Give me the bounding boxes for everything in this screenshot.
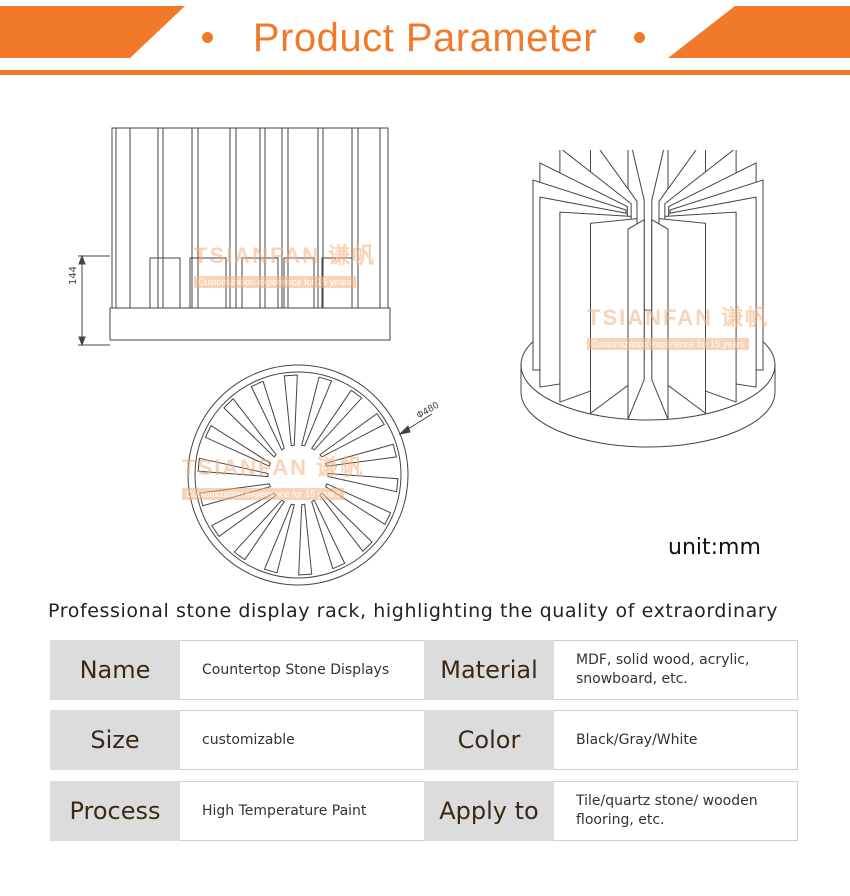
top-fin bbox=[204, 424, 272, 467]
top-fin bbox=[327, 472, 399, 493]
top-fin bbox=[301, 376, 333, 447]
param-label: Color bbox=[424, 710, 554, 770]
param-value: Tile/quartz stone/ wooden flooring, etc. bbox=[554, 781, 798, 841]
caption-text: Professional stone display rack, highlig… bbox=[48, 600, 779, 622]
param-label: Material bbox=[424, 640, 554, 700]
top-fins bbox=[197, 374, 399, 576]
header-banner: Product Parameter bbox=[0, 0, 850, 78]
param-row: Process High Temperature Paint Apply to … bbox=[50, 781, 800, 841]
top-fin bbox=[250, 380, 285, 451]
param-value: customizable bbox=[180, 710, 424, 770]
side-view-drawing: 144 TSIANFAN 谦帆 Customization experience… bbox=[60, 118, 400, 358]
unit-label: unit:mm bbox=[668, 535, 761, 560]
top-fin bbox=[211, 492, 277, 538]
top-view-svg bbox=[187, 364, 433, 586]
param-value: MDF, solid wood, acrylic, snowboard, etc… bbox=[554, 640, 798, 700]
param-row: Size customizable Color Black/Gray/White bbox=[50, 710, 800, 770]
top-fin bbox=[298, 503, 313, 576]
side-view-slats bbox=[115, 128, 381, 308]
side-view-inner-blocks bbox=[149, 257, 353, 309]
title-wrap: Product Parameter bbox=[190, 10, 660, 66]
banner-right-shape bbox=[668, 6, 850, 58]
param-value: Black/Gray/White bbox=[554, 710, 798, 770]
top-fin bbox=[324, 483, 392, 526]
top-fin bbox=[324, 443, 398, 467]
param-row: Name Countertop Stone Displays Material … bbox=[50, 640, 800, 700]
title-bullet-left bbox=[202, 32, 213, 43]
side-view-base bbox=[109, 307, 391, 341]
param-value: Countertop Stone Displays bbox=[180, 640, 424, 700]
iso-view-drawing: TSIANFAN 谦帆 Customization experience for… bbox=[515, 130, 785, 460]
top-fin bbox=[319, 412, 385, 458]
top-fin bbox=[223, 398, 277, 458]
param-label: Name bbox=[50, 640, 180, 700]
top-outer-circle bbox=[187, 364, 409, 586]
top-fin bbox=[319, 492, 373, 552]
banner-shapes bbox=[0, 6, 850, 75]
param-label: Apply to bbox=[424, 781, 554, 841]
top-fin bbox=[283, 374, 298, 447]
banner-left-shape bbox=[0, 6, 185, 58]
iso-view-svg bbox=[520, 130, 776, 448]
top-fin bbox=[310, 389, 363, 451]
top-fin bbox=[311, 499, 346, 570]
top-fin bbox=[197, 457, 269, 478]
side-view-dimension: 144 bbox=[68, 265, 80, 286]
top-inner-circle bbox=[194, 371, 402, 579]
top-fin bbox=[263, 503, 295, 574]
top-fin bbox=[198, 483, 272, 507]
side-view-svg bbox=[78, 127, 391, 347]
banner-underline bbox=[0, 70, 850, 75]
param-value: High Temperature Paint bbox=[180, 781, 424, 841]
top-view-drawing: Φ480 TSIANFAN 谦帆 Customization experienc… bbox=[180, 362, 450, 592]
param-label: Size bbox=[50, 710, 180, 770]
top-fin bbox=[233, 499, 286, 561]
param-label: Process bbox=[50, 781, 180, 841]
page-title: Product Parameter bbox=[252, 15, 598, 60]
title-bullet-right bbox=[634, 32, 645, 43]
iso-fin bbox=[627, 218, 645, 420]
iso-fin bbox=[651, 218, 669, 420]
